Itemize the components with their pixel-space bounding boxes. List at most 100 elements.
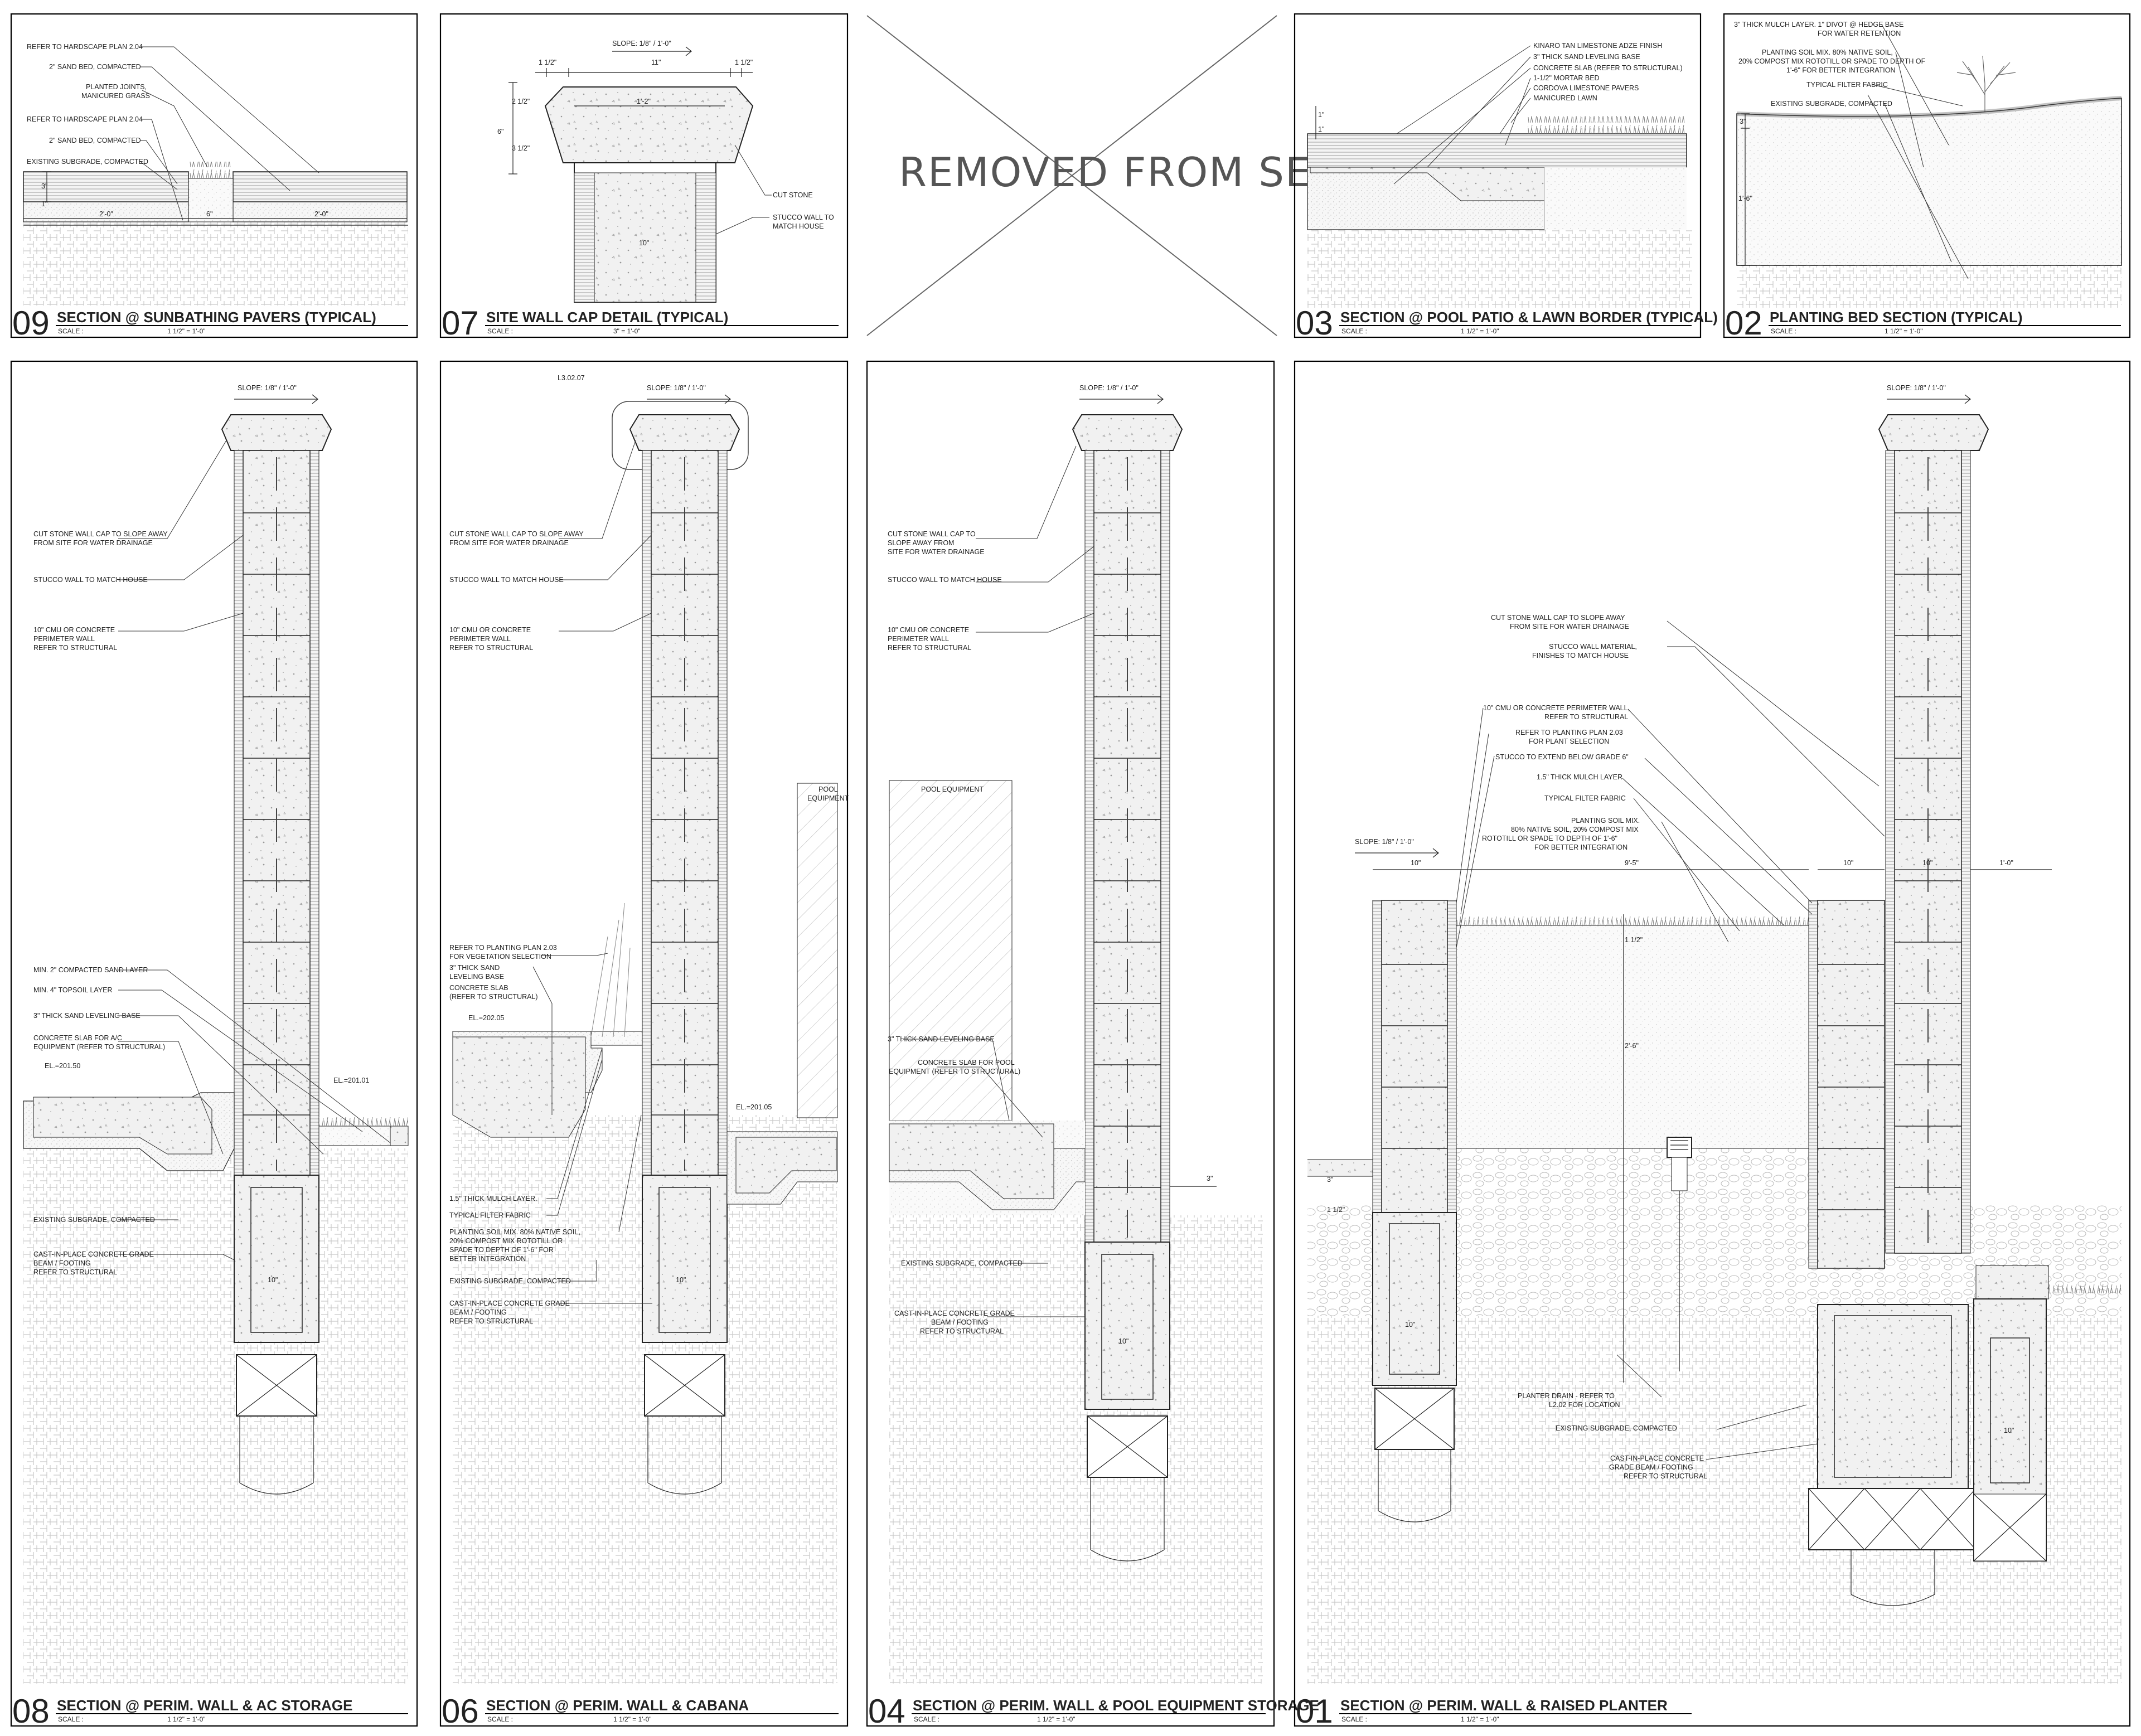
label: POOL EQUIPMENT <box>921 785 984 793</box>
dimension: 10" <box>1405 1321 1415 1328</box>
note: EXISTING SUBGRADE, COMPACTED <box>27 158 148 166</box>
note: LEVELING BASE <box>449 973 504 981</box>
note: REFER TO STRUCTURAL <box>888 644 971 652</box>
note: FOR WATER RETENTION <box>1818 30 1901 37</box>
dimension: 10" <box>268 1276 278 1284</box>
dimension: 3" <box>1327 1176 1333 1184</box>
note: 10" CMU OR CONCRETE <box>33 626 115 634</box>
note: EXISTING SUBGRADE, COMPACTED <box>1556 1424 1677 1432</box>
subgrade-hatch <box>23 222 408 306</box>
scale-label: SCALE : <box>1341 327 1367 335</box>
note: CONCRETE SLAB <box>449 984 508 992</box>
note: CAST-IN-PLACE CONCRETE GRADE <box>449 1299 570 1307</box>
note: FOR PLANT SELECTION <box>1529 738 1609 745</box>
note: 10" CMU OR CONCRETE <box>449 626 531 634</box>
slope-note: SLOPE: 1/8" / 1'-0" <box>647 384 706 392</box>
dimension: 2'-0" <box>99 210 113 218</box>
note: CONCRETE SLAB FOR POOL <box>918 1059 1015 1066</box>
note: STUCCO WALL TO MATCH HOUSE <box>449 576 564 584</box>
scale-value: 1 1/2" = 1'-0" <box>167 327 206 335</box>
note: STUCCO WALL TO MATCH HOUSE <box>33 576 148 584</box>
note: FOR BETTER INTEGRATION <box>1534 843 1627 851</box>
scale-value: 1 1/2" = 1'-0" <box>1461 1715 1499 1723</box>
slope-note: SLOPE: 1/8" / 1'-0" <box>1355 838 1414 846</box>
note: EXISTING SUBGRADE, COMPACTED <box>449 1277 571 1285</box>
dimension: 1" <box>1318 111 1324 119</box>
note: MANICURED LAWN <box>1533 94 1597 102</box>
note: PLANTED JOINTS, <box>86 83 147 91</box>
note: MIN. 4" TOPSOIL LAYER <box>33 986 113 994</box>
note: GRADE BEAM / FOOTING <box>1609 1463 1693 1471</box>
note: REFER TO STRUCTURAL <box>33 1268 117 1276</box>
note: REFER TO PLANTING PLAN 2.03 <box>1515 729 1623 736</box>
note: EQUIPMENT (REFER TO STRUCTURAL) <box>33 1043 165 1051</box>
scale-value: 1 1/2" = 1'-0" <box>167 1715 206 1723</box>
note: 2" SAND BED, COMPACTED <box>49 137 141 144</box>
note: EQUIPMENT (REFER TO STRUCTURAL) <box>889 1068 1020 1075</box>
cmu-wall <box>1894 450 1962 1254</box>
detail-08: SLOPE: 1/8" / 1'-0" CUT STONE WALL CAP T… <box>10 360 418 1730</box>
dimension: 1'-6" <box>1738 195 1752 202</box>
dimension: 1" <box>1318 125 1324 133</box>
note: 1.5" THICK MULCH LAYER <box>1537 773 1622 781</box>
note: CUT STONE WALL CAP TO SLOPE AWAY <box>1491 614 1625 622</box>
note: CUT STONE WALL CAP TO <box>888 530 976 538</box>
detail-number: 04 <box>868 1693 905 1730</box>
note: CUT STONE WALL CAP TO SLOPE AWAY <box>449 530 584 538</box>
note: SLOPE AWAY FROM <box>888 539 954 547</box>
note: FOR VEGETATION SELECTION <box>449 953 551 961</box>
note: REFER TO STRUCTURAL <box>33 644 117 652</box>
shrub-icon <box>1956 55 2016 111</box>
note: TYPICAL FILTER FABRIC <box>1544 794 1626 802</box>
note: BEAM / FOOTING <box>449 1308 507 1316</box>
detail-01: SLOPE: 1/8" / 1'-0" <box>1294 360 2131 1730</box>
cmu-wall <box>1093 450 1161 1243</box>
note: REFER TO STRUCTURAL <box>920 1327 1004 1335</box>
note: REFER TO HARDSCAPE PLAN 2.04 <box>27 43 143 51</box>
dimension: 3" <box>1740 118 1746 125</box>
note: 3" THICK SAND LEVELING BASE <box>33 1012 141 1020</box>
note: REFER TO STRUCTURAL <box>449 644 533 652</box>
note: CUT STONE <box>773 191 813 199</box>
dimension: 1" <box>41 200 47 208</box>
detail-03: KINARO TAN LIMESTONE ADZE FINISH 3" THIC… <box>1294 13 1718 342</box>
slope-note: SLOPE: 1/8" / 1'-0" <box>1887 384 1946 392</box>
note: STUCCO WALL TO MATCH HOUSE <box>888 576 1002 584</box>
note: CUT STONE WALL CAP TO SLOPE AWAY <box>33 530 168 538</box>
scale-label: SCALE : <box>58 327 84 335</box>
footing <box>234 1175 319 1343</box>
dimension: 6" <box>206 210 212 218</box>
dimension: 1'-2" <box>637 98 651 105</box>
note: REFER TO STRUCTURAL <box>1544 713 1628 721</box>
note: PERIMETER WALL <box>888 635 949 643</box>
note: CONCRETE SLAB (REFER TO STRUCTURAL) <box>1533 64 1683 72</box>
detail-title: SECTION @ PERIM. WALL & POOL EQUIPMENT S… <box>913 1697 1319 1714</box>
planter-wall <box>1817 900 1885 1269</box>
note: CORDOVA LIMESTONE PAVERS <box>1533 84 1639 92</box>
slope-note: SLOPE: 1/8" / 1'-0" <box>1079 384 1139 392</box>
dimension: 10" <box>1922 859 1932 867</box>
detail-title: SECTION @ PERIM. WALL & AC STORAGE <box>57 1697 352 1714</box>
note: EXISTING SUBGRADE, COMPACTED <box>1771 100 1892 108</box>
note: MIN. 2" COMPACTED SAND LAYER <box>33 966 148 974</box>
scale-label: SCALE : <box>1341 1715 1367 1723</box>
note: 20% COMPOST MIX ROTOTILL OR SPADE TO DEP… <box>1738 57 1926 65</box>
cmu-wall <box>651 450 719 1176</box>
dimension: 2'-6" <box>1625 1042 1639 1050</box>
note: TYPICAL FILTER FABRIC <box>449 1211 531 1219</box>
scale-value: 1 1/2" = 1'-0" <box>1461 327 1499 335</box>
note: SPADE TO DEPTH OF 1'-6" FOR <box>449 1246 554 1254</box>
note: PLANTING SOIL MIX. 80% NATIVE SOIL, <box>449 1228 580 1236</box>
elevation: EL.=201.50 <box>45 1062 80 1070</box>
note: REFER TO STRUCTURAL <box>1624 1472 1707 1480</box>
note: STUCCO WALL MATERIAL, <box>1549 643 1637 651</box>
note: CONCRETE SLAB FOR A/C <box>33 1034 122 1042</box>
scale-value: 1 1/2" = 1'-0" <box>1037 1715 1076 1723</box>
cmu-wall <box>243 450 311 1176</box>
detail-title: PLANTING BED SECTION (TYPICAL) <box>1770 309 2023 326</box>
note: FROM SITE FOR WATER DRAINAGE <box>1510 623 1629 631</box>
dimension: 10" <box>2004 1427 2014 1434</box>
dimension: 3 1/2" <box>512 144 530 152</box>
grass-joint <box>190 162 232 178</box>
note: PERIMETER WALL <box>449 635 511 643</box>
